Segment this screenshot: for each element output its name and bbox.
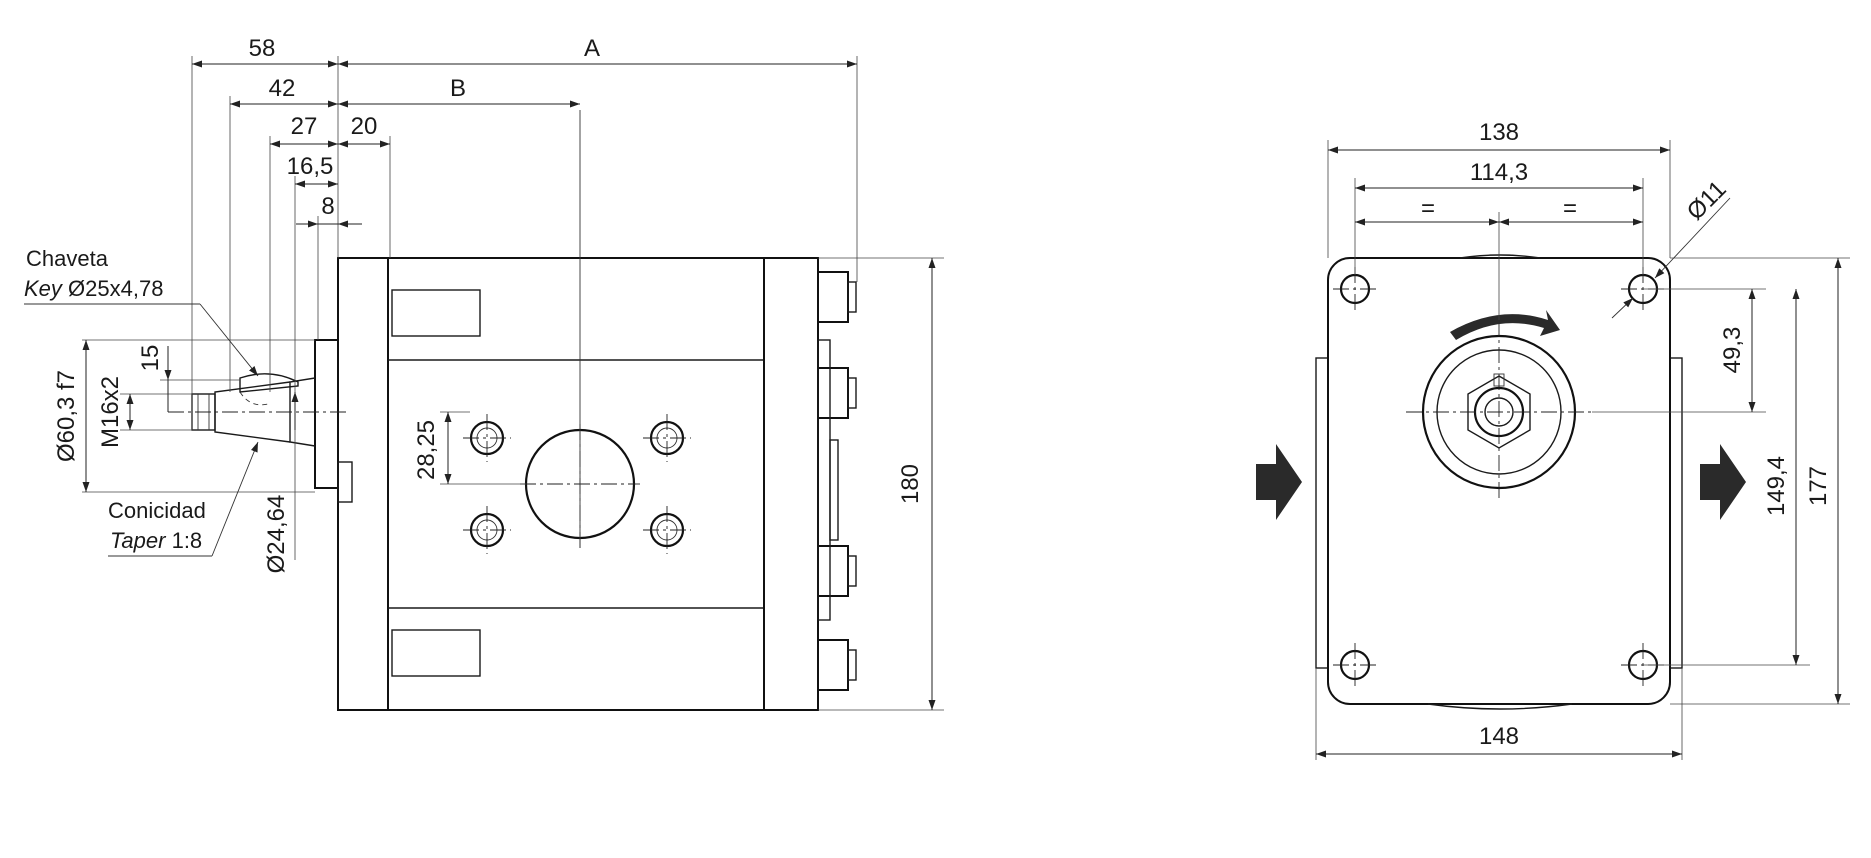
front-extension-lines (1315, 140, 1850, 760)
dim-m16x2: M16x2 (97, 376, 124, 448)
dim-149-4: 149,4 (1763, 456, 1790, 516)
dim-138: 138 (1479, 119, 1519, 146)
dim-11-hole: Ø11 (1682, 176, 1732, 226)
key-value: Ø25x4,78 (68, 276, 163, 301)
dim-a: A (584, 35, 600, 62)
key-label-line: Key Ø25x4,78 (24, 276, 163, 301)
dim-16-5: 16,5 (287, 153, 334, 180)
dim-49-3: 49,3 (1719, 327, 1746, 374)
dim-15: 15 (137, 345, 164, 372)
dim-114-3: 114,3 (1470, 159, 1528, 186)
key-label-en: Key (24, 276, 64, 301)
dim-60-3-f7: Ø60,3 f7 (53, 370, 80, 462)
rear-cover-bolts (817, 271, 857, 691)
dim-b: B (450, 75, 466, 102)
outlet-arrow (1700, 444, 1746, 520)
taper-value: 1:8 (172, 528, 203, 553)
right-port-lug (1669, 357, 1683, 669)
dim-28-25: 28,25 (413, 420, 440, 480)
taper-label-line: Taper 1:8 (110, 528, 202, 553)
dim-148: 148 (1479, 723, 1519, 750)
pump-body-side (314, 257, 819, 711)
dim-24-64: Ø24,64 (263, 495, 290, 574)
bottom-rim (1427, 703, 1573, 710)
side-dimension-lines (82, 60, 936, 710)
taper-label-es: Conicidad (108, 498, 206, 523)
tapered-shaft (168, 373, 350, 447)
rotation-arrow (1450, 310, 1560, 340)
front-view: 138 114,3 = = Ø11 49,3 149,4 177 148 (1256, 119, 1850, 760)
taper-label-en: Taper (110, 528, 167, 553)
dim-27: 27 (291, 113, 318, 140)
key-label-es: Chaveta (26, 246, 109, 271)
top-rim (1459, 254, 1541, 259)
dim-177: 177 (1805, 466, 1832, 506)
dim-equal-right: = (1563, 195, 1577, 222)
inlet-arrow (1256, 444, 1302, 520)
dim-180: 180 (897, 464, 924, 504)
dim-58: 58 (249, 35, 276, 62)
shaft-end (1406, 320, 1592, 500)
front-dimension-lines (1316, 146, 1842, 758)
dim-equal-left: = (1421, 195, 1435, 222)
left-port-lug (1315, 357, 1329, 669)
dim-20: 20 (351, 113, 378, 140)
side-view: 58 A 42 B 27 20 16,5 8 Ø60,3 f7 M16x2 15… (24, 35, 944, 711)
dim-42: 42 (269, 75, 296, 102)
dim-8: 8 (321, 193, 334, 220)
side-leader-lines (24, 303, 259, 557)
